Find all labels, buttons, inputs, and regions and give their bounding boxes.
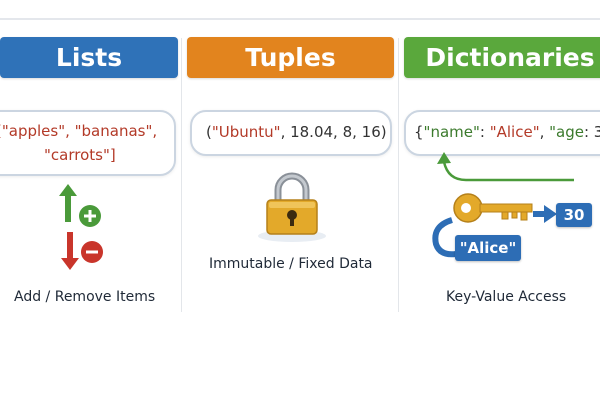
curve-arrow-alice-icon xyxy=(432,217,457,258)
lists-caption: Add / Remove Items xyxy=(14,289,156,305)
value-30-box: 30 xyxy=(556,203,592,227)
dict-val-30: : 30} xyxy=(583,123,600,141)
tuples-code-box: ("Ubuntu", 18.04, 8, 16) xyxy=(190,110,392,156)
key-icon xyxy=(453,193,533,223)
dict-val-alice: "Alice" xyxy=(489,123,540,141)
tuples-open-paren: ( xyxy=(206,123,212,141)
minus-icon xyxy=(81,241,103,263)
plus-icon xyxy=(79,205,101,227)
lists-header: Lists xyxy=(0,37,178,78)
tuples-caption: Immutable / Fixed Data xyxy=(209,256,373,272)
tuples-numbers: , 18.04, 8, 16) xyxy=(280,123,387,141)
tuples-string: "Ubuntu" xyxy=(211,123,281,141)
lock-icon xyxy=(258,172,326,242)
dictionaries-caption: Key-Value Access xyxy=(446,289,567,305)
dict-key-age: "age xyxy=(549,123,584,141)
lists-code-line2: "carrots"] xyxy=(44,146,116,164)
dict-key-name: "name" xyxy=(423,123,480,141)
dictionaries-code-box: {"name": "Alice", "age: 30} xyxy=(404,110,600,156)
value-alice-box: "Alice" xyxy=(455,235,521,261)
lists-code-box: ["apples", "bananas", "carrots"] xyxy=(0,110,176,176)
dict-open-brace: { xyxy=(414,123,424,141)
column-divider-left xyxy=(181,38,182,312)
lists-code-line1: ["apples", "bananas", xyxy=(0,122,158,140)
curved-arrow-icon xyxy=(437,152,574,182)
column-divider-right xyxy=(398,38,399,312)
dict-sep2: , xyxy=(539,123,550,141)
up-arrow-icon xyxy=(59,184,77,222)
arrow-icon xyxy=(533,205,557,223)
dictionaries-header: Dictionaries xyxy=(404,37,600,78)
tuples-header: Tuples xyxy=(187,37,394,78)
dict-sep1: : xyxy=(479,123,490,141)
down-arrow-icon xyxy=(61,232,79,270)
top-divider xyxy=(0,18,600,20)
